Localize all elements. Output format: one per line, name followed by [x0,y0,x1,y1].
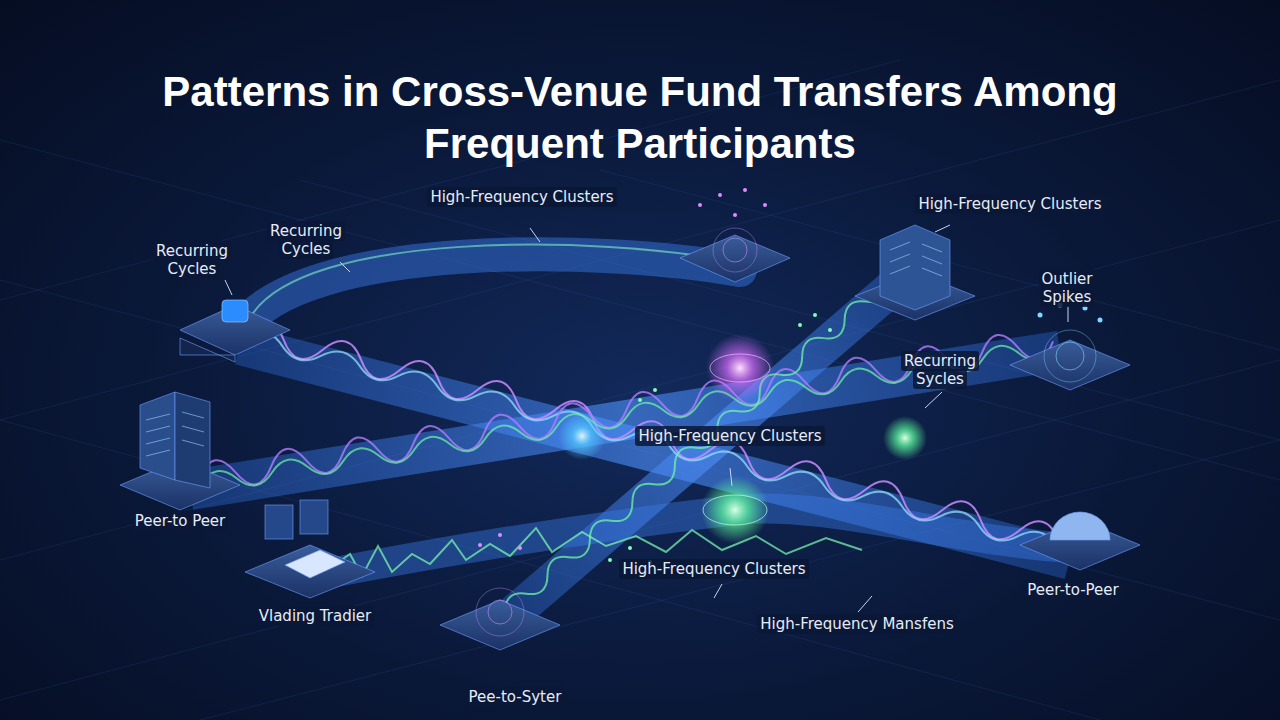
illustration-part [713,228,757,272]
illustration-part [222,300,248,322]
illustration-part [478,543,482,547]
callout-label: High-Frequency Mansfens [757,615,957,633]
leader-lines [225,225,1068,612]
callout-text: High-Frequency Clusters [427,187,616,207]
venue-platforms [120,225,1140,650]
callout-text: High-Frequency Mansfens [757,614,956,634]
callout-text: Recurring Cycles [267,221,345,259]
callout-text: Vlading Tradier [256,606,375,626]
illustration-part [180,338,235,362]
cluster-dots [478,188,1103,564]
callout-label: Vlading Tradier [230,607,400,625]
illustration-part [140,392,175,480]
callout-text: Pee-to-Syter [466,687,565,707]
callout-label: High-Frequency Clusters [427,188,617,206]
illustration-part [240,254,740,330]
illustration-part [628,546,632,550]
illustration-part [890,242,942,276]
illustration-part [1038,313,1043,318]
illustration-part [706,334,774,402]
illustration-part [798,323,802,327]
illustration-part [265,505,293,539]
callout-label: Peer-to Peer [105,512,255,530]
illustration-part [440,600,560,650]
callout-text: Outlier Spikes [1039,269,1096,307]
callout-text: High-Frequency Clusters [619,559,808,579]
illustration-part [723,238,747,262]
illustration-part [714,584,722,598]
illustration-part [1056,342,1084,370]
illustration-part [0,60,1280,720]
illustration-part [701,476,769,544]
callout-label: High-Frequency Clusters [915,195,1105,213]
illustration-part [1098,318,1103,323]
illustration-part [608,558,612,562]
illustration-part [146,412,204,456]
illustration-part [935,225,950,232]
illustration-part [198,327,1056,494]
callout-text: Peer-to-Peer [1024,580,1121,600]
transfer-bands [187,242,1075,639]
callout-text: High-Frequency Clusters [635,426,824,446]
illustration-part [241,327,1059,555]
illustration-part [680,235,790,282]
illustration-part [925,392,942,408]
callout-label: Outlier Spikes [1022,270,1112,306]
illustration-part [340,262,350,272]
glow-nodes [558,334,927,544]
illustration-part [199,337,1055,493]
callout-text: Peer-to Peer [132,511,229,531]
callout-label: Recurring Cycles [261,222,351,258]
callout-text: High-Frequency Clusters [915,194,1104,214]
illustration-part [198,327,1056,493]
illustration-part [518,546,522,550]
callout-label: Recurring Cycles [147,242,237,278]
illustration-part [813,313,817,317]
illustration-part [733,213,737,217]
illustration-part [300,500,328,534]
illustration-part [858,596,872,612]
illustration-part [558,412,606,460]
illustration-part [718,193,722,197]
illustration-part [828,328,832,332]
callout-label: Pee-to-Syter [440,688,590,706]
illustration-part [285,550,345,578]
illustration-part [241,316,1061,553]
illustration-part [488,600,512,624]
diagram-title: Patterns in Cross-Venue Fund Transfers A… [140,66,1140,170]
callout-label: High-Frequency Clusters [619,560,809,578]
illustration-part [880,225,950,310]
illustration-part [698,203,702,207]
illustration-part [530,228,540,242]
illustration-part [743,188,747,192]
callout-label: Peer-to-Peer [998,581,1148,599]
illustration-part [1050,512,1110,540]
callout-text: Recurring Cycles [153,241,231,279]
illustration-part [1068,306,1069,322]
illustration-part [883,416,927,460]
illustration-part [245,545,375,598]
callout-text: Recurring Sycles [901,351,979,389]
illustration-part [1044,330,1096,382]
illustration-part [703,495,767,525]
grid-lines [0,60,1280,720]
illustration-part [0,140,1280,720]
illustration-part [730,468,732,486]
illustration-part [476,588,524,636]
illustration-part [498,533,502,537]
illustration-part [241,316,1062,554]
illustration-part [175,392,210,488]
illustration-part [763,203,767,207]
illustration-part [225,280,232,295]
callout-label: Recurring Sycles [890,352,990,388]
illustration-part [710,354,770,382]
illustration-part [653,388,657,392]
callout-label: High-Frequency Clusters [635,427,825,445]
illustration-part [638,398,642,402]
